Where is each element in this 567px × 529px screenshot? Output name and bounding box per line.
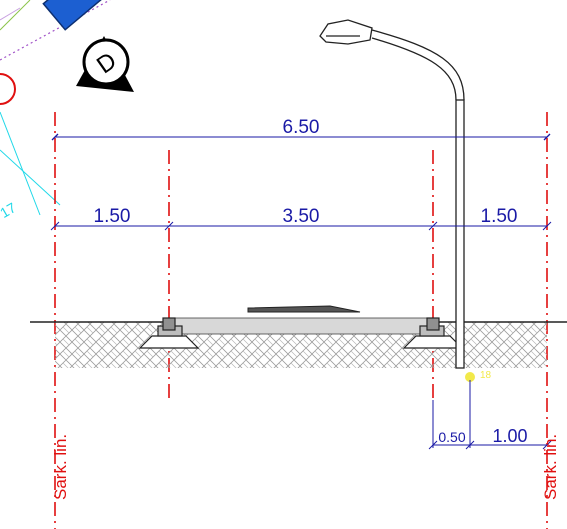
left-boundary-label: Sark. lin. bbox=[51, 434, 70, 500]
section-callout: D bbox=[76, 36, 134, 92]
pole-offset-label: 0.50 bbox=[438, 429, 465, 445]
red-arc bbox=[0, 73, 16, 105]
street-lamp bbox=[319, 19, 465, 369]
purple-dotted-line bbox=[0, 0, 111, 61]
slope-arrow bbox=[247, 305, 361, 313]
pole-to-line-label: 1.00 bbox=[492, 426, 527, 446]
right-sidewalk-label: 1.50 bbox=[481, 206, 518, 227]
dimension-lines bbox=[50, 133, 552, 450]
purple-line bbox=[0, 7, 21, 21]
point-marker bbox=[465, 372, 475, 382]
left-curb bbox=[138, 317, 200, 349]
lamp-arm bbox=[371, 37, 457, 101]
callout-circle bbox=[82, 38, 130, 86]
carriageway-label: 3.50 bbox=[283, 206, 320, 227]
tick bbox=[50, 221, 60, 231]
site-plan-fragment: 17 bbox=[0, 0, 136, 221]
right-boundary-label: Sark. lin. bbox=[541, 434, 560, 500]
total-width-label: 6.50 bbox=[283, 117, 320, 138]
tick bbox=[164, 221, 174, 231]
tick bbox=[542, 440, 552, 450]
tick bbox=[542, 221, 552, 231]
lamp-arm-outer bbox=[371, 29, 465, 101]
tick bbox=[428, 440, 438, 450]
lamp-pole bbox=[455, 99, 465, 369]
point-marker-group: 18 bbox=[465, 370, 492, 382]
cyan-line bbox=[0, 111, 41, 216]
ground-section bbox=[30, 305, 567, 368]
lamp-head bbox=[319, 19, 373, 45]
tick bbox=[428, 221, 438, 231]
dimension-labels: 6.50 1.50 3.50 1.50 0.50 1.00 bbox=[94, 117, 528, 446]
green-line bbox=[0, 0, 31, 31]
point-label: 18 bbox=[480, 370, 492, 381]
fragment-label: 17 bbox=[0, 199, 19, 221]
left-sidewalk-label: 1.50 bbox=[94, 206, 131, 227]
cyan-line bbox=[0, 149, 61, 206]
road-pavement bbox=[168, 317, 434, 335]
tick bbox=[465, 440, 475, 450]
blue-bar bbox=[42, 0, 136, 31]
right-curb bbox=[402, 317, 464, 349]
